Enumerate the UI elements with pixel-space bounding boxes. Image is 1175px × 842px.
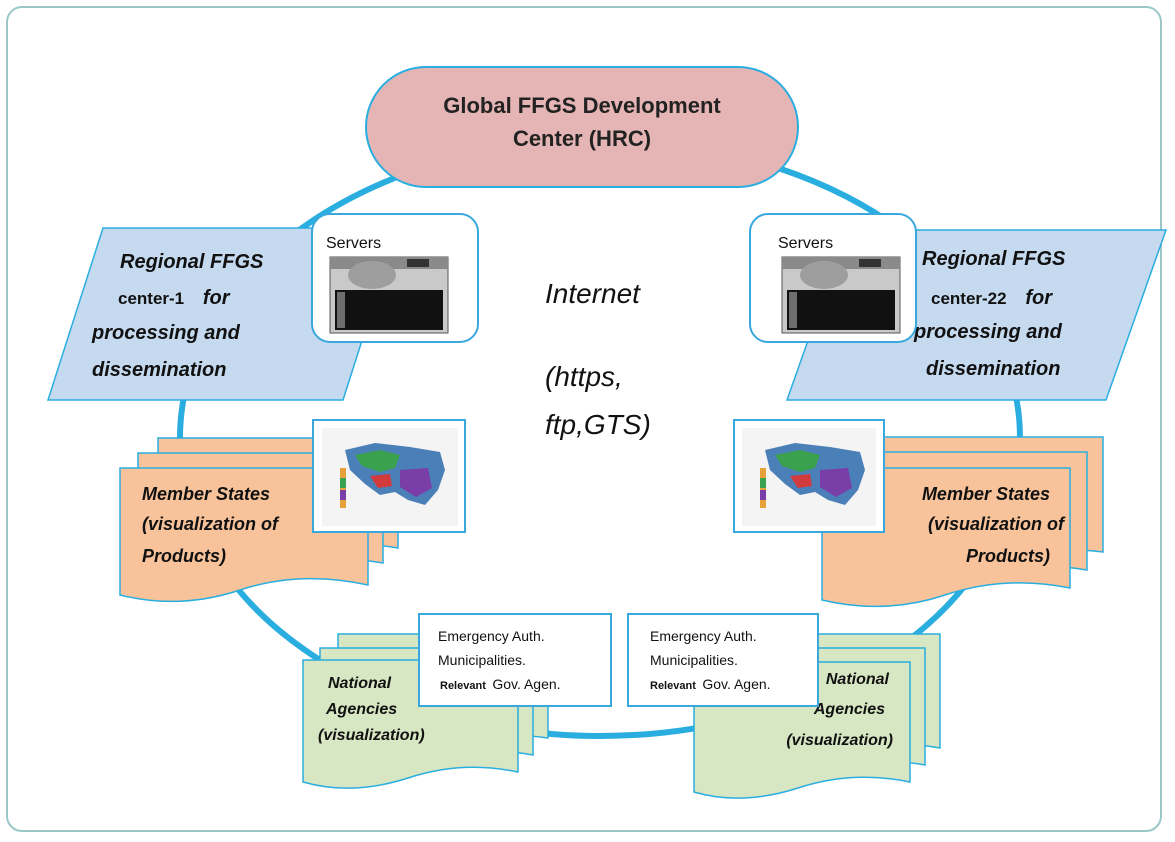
regional-left-line2a: center-1 [118,289,184,308]
auth-right-line2: Municipalities. [650,652,738,668]
diagram-frame [6,6,1162,832]
svg-text:Relevant Gov. Agen.: Relevant Gov. Agen. [440,676,561,693]
auth-left-line3b: Gov. Agen. [492,676,560,692]
member-right-line3: Products) [966,546,1050,566]
servers-label-left: Servers [326,235,381,252]
server-icon [329,256,449,334]
servers-box-right: Servers [749,213,917,343]
map-product-icon [322,428,458,526]
svg-text:Relevant Gov. Agen.: Relevant Gov. Agen. [650,676,771,693]
hub-title-line2: Center (HRC) [513,126,651,151]
svg-text:center-22 for: center-22 for [931,287,1053,309]
member-left-line2: (visualization of [142,514,280,534]
national-right-line3: (visualization) [786,732,893,749]
auth-left-line1: Emergency Auth. [438,628,545,644]
member-left-line1: Member States [142,484,270,504]
regional-left-line4: dissemination [92,359,226,381]
member-right-line1: Member States [922,484,1050,504]
internet-label: Internet (https, ftp,GTS) [545,278,651,440]
member-right-line2: (visualization of [928,514,1066,534]
server-icon [781,256,901,334]
auth-right-line3a: Relevant [650,680,696,692]
national-right-line1: National [826,671,890,688]
regional-right-line2a: center-22 [931,289,1007,308]
authorities-box-left: Emergency Auth. Municipalities. Relevant… [418,613,612,707]
auth-left-line2: Municipalities. [438,652,526,668]
regional-left-line3: processing and [91,322,241,344]
auth-left-line3a: Relevant [440,680,486,692]
map-product-left [312,419,466,533]
member-left-line3: Products) [142,546,226,566]
svg-text:center-1 for: center-1 for [118,287,231,309]
servers-box-left: Servers [311,213,479,343]
national-left-line1: National [328,675,392,692]
regional-right-line2b: for [1025,287,1053,309]
national-right-line2: Agencies [813,701,885,718]
regional-center-left: Regional FFGS center-1 for processing an… [46,227,400,401]
hub-title-line1: Global FFGS Development [443,93,721,118]
internet-line2: (https, [545,361,623,392]
servers-label-right: Servers [778,235,833,252]
regional-right-line1: Regional FFGS [922,248,1066,270]
national-left-line3: (visualization) [318,727,425,744]
national-left-line2: Agencies [325,701,397,718]
regional-left-line1: Regional FFGS [120,251,264,273]
map-product-icon [742,428,876,526]
internet-line3: ftp,GTS) [545,409,651,440]
regional-right-line3: processing and [913,321,1063,343]
internet-line1: Internet [545,278,641,309]
auth-right-line3b: Gov. Agen. [702,676,770,692]
authorities-box-right: Emergency Auth. Municipalities. Relevant… [627,613,819,707]
regional-right-line4: dissemination [926,358,1060,380]
global-hub: Global FFGS Development Center (HRC) [365,66,799,188]
map-product-right [733,419,885,533]
auth-right-line1: Emergency Auth. [650,628,757,644]
regional-left-line2b: for [203,287,231,309]
